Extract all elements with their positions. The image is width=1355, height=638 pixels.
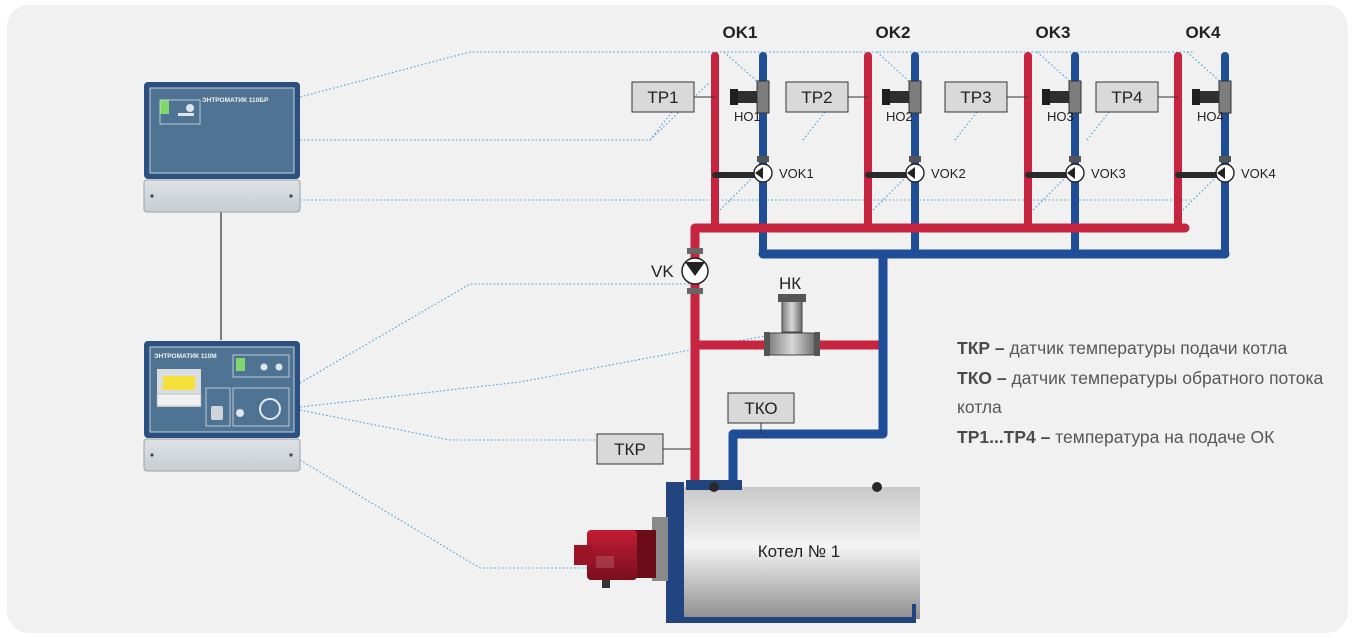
return-sensor-label: ТКО: [744, 399, 777, 418]
circuit-title: OK3: [1036, 23, 1071, 42]
valve-label: VOK2: [931, 166, 966, 181]
legend: ТКР – датчик температуры подачи котла ТК…: [957, 334, 1347, 452]
controller-bottom: ЭНТРОМАТИК 110М: [143, 341, 301, 472]
legend-term: ТР1...ТР4 –: [957, 426, 1051, 447]
controller-top-label: ЭНТРОМАТИК 110БР: [202, 97, 269, 104]
legend-entry: ТР1...ТР4 – температура на подаче ОК: [957, 423, 1347, 453]
circuit-title: OK4: [1186, 23, 1222, 42]
sensor-box: TP1: [631, 81, 715, 113]
sensor-label: TP1: [647, 88, 678, 107]
circuit-title: OK1: [723, 23, 758, 42]
boiler-valve: VK: [651, 248, 709, 294]
legend-text: датчик температуры обратного потока котл…: [957, 367, 1324, 418]
sensor-label: TP3: [960, 88, 991, 107]
pump-label: HO1: [734, 109, 761, 124]
pump-label: HO3: [1047, 109, 1074, 124]
valve-label: VOK1: [779, 166, 814, 181]
sensor-label: TP2: [801, 88, 832, 107]
legend-text: датчик температуры подачи котла: [1004, 338, 1288, 358]
legend-text: температура на подаче ОК: [1050, 426, 1275, 447]
sensor-box: TP3: [944, 81, 1028, 113]
boiler-pump: НК: [764, 274, 820, 356]
sensor-box: TP2: [785, 81, 868, 113]
sensor-label: TP4: [1111, 88, 1142, 107]
circuit-title: OK2: [876, 23, 911, 42]
controller-top: ЭНТРОМАТИК 110БР: [143, 82, 301, 213]
controller-bottom-label: ЭНТРОМАТИК 110М: [154, 353, 217, 360]
circuit-hardware: [730, 80, 1235, 183]
leader-lines: [299, 51, 1224, 569]
boiler: Котел № 1: [666, 480, 920, 623]
boiler-label: Котел № 1: [758, 542, 841, 561]
legend-term: ТКР –: [957, 338, 1005, 358]
boiler-pump-label: НК: [779, 274, 801, 293]
valve-label: VOK3: [1091, 166, 1126, 181]
boiler-valve-label: VK: [651, 262, 674, 281]
legend-entry: ТКР – датчик температуры подачи котла: [957, 334, 1347, 364]
legend-term: ТКО –: [957, 367, 1007, 388]
circuit-labels: OK1 OK2 OK3 OK4 TP1 TP2 TP3 TP4 HO1 HO2 …: [631, 23, 1276, 181]
flow-sensor: ТКР: [596, 433, 691, 465]
return-sensor: ТКО: [727, 392, 795, 434]
valve-label: VOK4: [1241, 166, 1276, 181]
legend-entry: ТКО – датчик температуры обратного поток…: [957, 364, 1347, 423]
diagram-background: [7, 5, 1348, 633]
sensor-box: TP4: [1095, 81, 1178, 113]
pump-label: HO4: [1197, 109, 1224, 124]
pump-label: HO2: [886, 109, 913, 124]
burner: [574, 517, 668, 588]
flow-sensor-label: ТКР: [614, 440, 646, 459]
